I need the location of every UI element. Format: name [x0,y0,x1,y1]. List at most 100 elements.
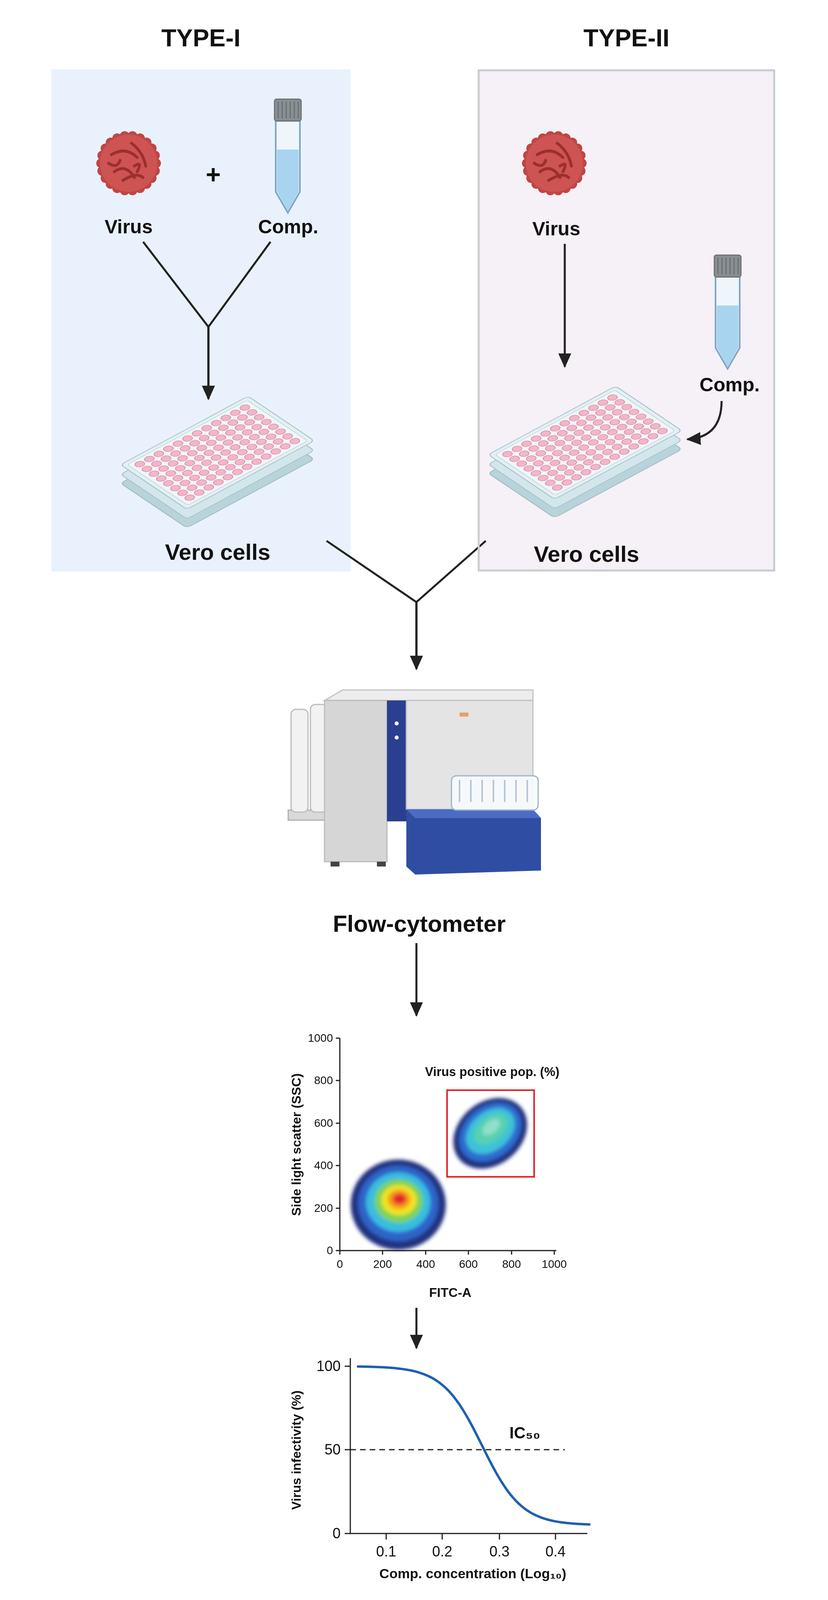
drawing-part [579,468,593,477]
node-text: Virus infectivity (%) [289,1390,304,1511]
drawing-part [393,1194,406,1205]
drawing-part [211,478,226,487]
arrow-connector [208,241,271,400]
tick-label: 0.2 [432,1543,453,1561]
drawing-part [221,473,236,482]
flow-cytometer-drawing [288,690,541,875]
drawing-part [721,257,723,275]
drawing-part [725,257,727,275]
drawing-part [526,780,529,803]
drawing-part [122,175,144,181]
drawing-part [607,452,622,461]
tick-label: 0 [336,1258,344,1272]
drawing-part [291,709,308,813]
well-plate-icon [488,386,683,519]
drawing-part [481,780,483,803]
tick-label: 0 [326,1244,333,1258]
drawing-part [716,305,739,368]
arrow-connector [415,1308,418,1349]
node-text: Virus [104,215,153,238]
drawing-part [275,120,300,213]
drawing-part [560,478,575,487]
drawing-part [569,473,584,482]
drawing-part [636,437,651,446]
icons [96,99,741,529]
drawing-part [350,1159,446,1251]
drawing-part [451,775,539,811]
drawing-part [655,427,670,436]
drawing-part [488,386,683,500]
tick-label: 200 [373,1258,393,1272]
tick-label: 1000 [541,1258,567,1272]
drawing-part [457,1098,525,1164]
drawing-part [249,457,264,467]
tick-label: 0.3 [489,1543,510,1561]
drawing-part [598,457,612,467]
node-text: Virus positive pop. (%) [419,1065,565,1080]
drawing-part [344,1358,588,1540]
node-text: Flow-cytometer [332,910,506,938]
drawing-part [733,257,735,275]
compound-item: Comp. [241,94,335,242]
drawing-part [515,780,517,803]
drawing-part [617,447,632,456]
drawing-part [447,1090,535,1178]
drawing-part [387,1189,411,1210]
drawing-part [108,160,120,166]
drawing-part [289,101,292,119]
drawing-part [548,175,569,181]
drawing-part [259,452,273,461]
panel: TYPE-IIVirusComp.Vero cells [477,69,776,572]
drawing-part [230,468,245,477]
drawing-part [201,483,216,492]
tick-label: 0 [332,1525,341,1542]
drawing-part [339,1250,555,1255]
drawing-part [350,1358,588,1534]
drawing-part [366,1172,431,1233]
drawing-part [550,483,565,492]
compound-item: Comp. [689,251,770,402]
tick-label: 800 [314,1074,333,1088]
drawing-part [344,1366,351,1534]
tick-label: 0.4 [545,1543,566,1561]
tube-icon [274,99,302,213]
drawing-part [386,1533,556,1540]
drawing-part [470,780,472,803]
tick-label: 0.1 [376,1543,397,1561]
panel-fill [477,69,776,572]
drawing-part [268,447,283,456]
drawing-part [468,1107,514,1152]
drawing-part [715,276,740,369]
drawing-part [99,134,158,192]
drawing-part [626,442,641,451]
drawing-part [324,690,533,701]
tick-label: 200 [314,1202,333,1215]
drawing-part [131,143,146,167]
tick-label: 100 [316,1358,341,1375]
node-text: Vero cells [533,541,640,568]
arrow-connector [326,540,417,670]
node-text: FITC-A [429,1285,472,1301]
drawing-part [276,149,299,212]
drawing-part [459,780,528,803]
drawing-part [120,396,315,510]
virus-icon [96,131,161,196]
drawing-part [459,712,469,717]
drawing-part [557,143,572,167]
node-text: IC₅₀ [509,1423,541,1443]
node-text: Side light scatter (SSC) [289,1073,304,1217]
drawing-part [588,463,603,472]
panel-fill [51,69,351,572]
tick-label: 600 [459,1258,479,1272]
tick-label: 1000 [307,1032,333,1045]
drawing-part [479,1115,504,1139]
drawing-part [357,1366,590,1525]
drawing-part [503,780,506,803]
dose-response-chart [344,1358,590,1540]
drawing-part [192,488,207,497]
drawing-part [134,164,140,172]
tick-label: 600 [314,1117,333,1130]
cell-plate-item: Vero cells [108,399,327,569]
drawing-part [447,1090,534,1175]
